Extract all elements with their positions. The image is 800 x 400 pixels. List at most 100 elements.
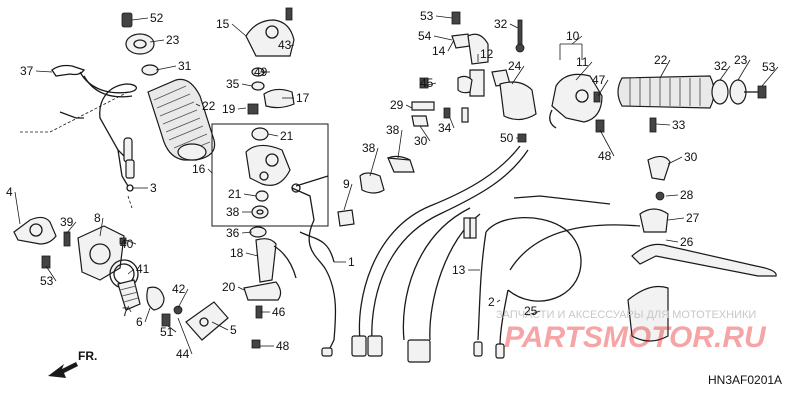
part-label-21: 21 xyxy=(280,129,294,143)
leader-line-48 xyxy=(599,129,615,157)
front-direction-arrow: FR. xyxy=(48,349,97,378)
throttle-cable xyxy=(291,175,337,357)
part-label-9: 9 xyxy=(343,177,350,191)
leader-line-33 xyxy=(655,123,671,126)
part-label-48: 48 xyxy=(276,339,290,353)
part-label-49: 49 xyxy=(254,65,268,79)
part-label-38: 38 xyxy=(362,141,376,155)
leader-line-21 xyxy=(243,193,257,197)
top-housing xyxy=(245,7,295,115)
leader-line-34 xyxy=(449,117,455,129)
diagram-code: HN3AF0201A xyxy=(708,373,782,387)
part-label-17: 17 xyxy=(296,91,310,105)
part-label-3: 3 xyxy=(150,181,157,195)
part-label-14: 14 xyxy=(432,44,446,58)
leader-line-16 xyxy=(207,168,213,174)
part-label-42: 42 xyxy=(172,282,186,296)
lever-cables xyxy=(473,195,641,359)
right-lever-group xyxy=(627,117,777,342)
part-label-53: 53 xyxy=(420,9,434,23)
left-grip xyxy=(147,78,216,161)
leader-line-23 xyxy=(737,59,751,81)
part-label-5: 5 xyxy=(230,323,237,337)
part-label-12: 12 xyxy=(480,47,494,61)
leader-line-31 xyxy=(155,65,177,71)
leader-line-18 xyxy=(245,252,259,257)
part-label-30: 30 xyxy=(414,134,428,148)
leader-line-2 xyxy=(496,299,501,303)
part-label-38: 38 xyxy=(226,205,240,219)
leader-line-54 xyxy=(433,35,453,41)
leader-line-30 xyxy=(419,125,431,142)
bracket-middle xyxy=(359,155,415,194)
part-label-32: 32 xyxy=(494,17,508,31)
part-label-40: 40 xyxy=(120,237,134,251)
watermark-text: ЗАПЧАСТИ И АКСЕССУАРЫ ДЛЯ МОТОТЕХНИКИ xyxy=(496,309,756,321)
leader-line-20 xyxy=(237,286,245,291)
leader-line-9 xyxy=(343,183,353,211)
leader-line-10 xyxy=(571,35,583,45)
part-label-35: 35 xyxy=(226,77,240,91)
part-label-53: 53 xyxy=(40,274,54,288)
part-label-30: 30 xyxy=(684,150,698,164)
part-label-24: 24 xyxy=(508,59,522,73)
part-label-51: 51 xyxy=(160,325,174,339)
direction-label: FR. xyxy=(78,349,97,363)
part-label-19: 19 xyxy=(222,102,236,116)
leader-line-27 xyxy=(667,217,685,221)
part-label-8: 8 xyxy=(94,211,101,225)
part-label-36: 36 xyxy=(226,226,240,240)
part-label-21: 21 xyxy=(228,187,242,201)
leader-line-29 xyxy=(405,104,413,109)
leader-line-38 xyxy=(369,147,379,177)
leader-line-36 xyxy=(241,231,253,234)
part-label-23: 23 xyxy=(166,33,180,47)
part-label-38: 38 xyxy=(386,123,400,137)
part-label-53: 53 xyxy=(762,60,776,74)
part-label-46: 46 xyxy=(272,305,286,319)
part-label-54: 54 xyxy=(418,29,432,43)
leader-line-25 xyxy=(531,310,541,315)
leader-line-15 xyxy=(231,23,247,37)
right-grip xyxy=(617,75,767,109)
center-switch-parts xyxy=(411,11,537,127)
part-label-43: 43 xyxy=(278,38,292,52)
part-label-6: 6 xyxy=(136,315,143,329)
leader-line-28 xyxy=(665,194,679,197)
leader-line-47 xyxy=(597,79,609,97)
leader-line-24 xyxy=(511,65,525,85)
leader-line-44 xyxy=(177,317,193,355)
leader-lines xyxy=(14,15,779,355)
part-label-4: 4 xyxy=(6,185,13,199)
part-label-48: 48 xyxy=(598,149,612,163)
part-label-22: 22 xyxy=(654,53,668,67)
part-label-7: 7 xyxy=(122,305,129,319)
part-label-15: 15 xyxy=(216,17,230,31)
leader-line-38 xyxy=(397,129,403,159)
leader-line-51 xyxy=(167,325,177,333)
part-label-28: 28 xyxy=(680,188,694,202)
part-label-52: 52 xyxy=(150,11,164,25)
right-switch-housing xyxy=(517,43,605,143)
leader-line-42 xyxy=(177,288,189,309)
leader-line-6 xyxy=(144,307,151,323)
part-label-33: 33 xyxy=(672,118,686,132)
part-label-10: 10 xyxy=(566,29,580,43)
part-label-31: 31 xyxy=(178,59,192,73)
leader-line-5 xyxy=(211,321,229,331)
throttle-housing-group xyxy=(13,216,183,327)
part-label-47: 47 xyxy=(592,73,606,87)
leader-line-53 xyxy=(435,15,453,19)
leader-line-52 xyxy=(131,17,149,21)
part-label-45: 45 xyxy=(420,76,434,90)
choke-switch-group xyxy=(211,123,329,227)
watermark-logo: PARTSMOTOR.RU xyxy=(504,321,767,354)
throttle-cable-group xyxy=(49,64,137,209)
part-label-27: 27 xyxy=(686,211,700,225)
part-label-22: 22 xyxy=(202,99,216,113)
part-label-26: 26 xyxy=(680,235,694,249)
left-bar-end xyxy=(121,12,159,76)
part-label-23: 23 xyxy=(734,53,748,67)
part-label-16: 16 xyxy=(192,162,206,176)
part-label-25: 25 xyxy=(524,304,538,318)
